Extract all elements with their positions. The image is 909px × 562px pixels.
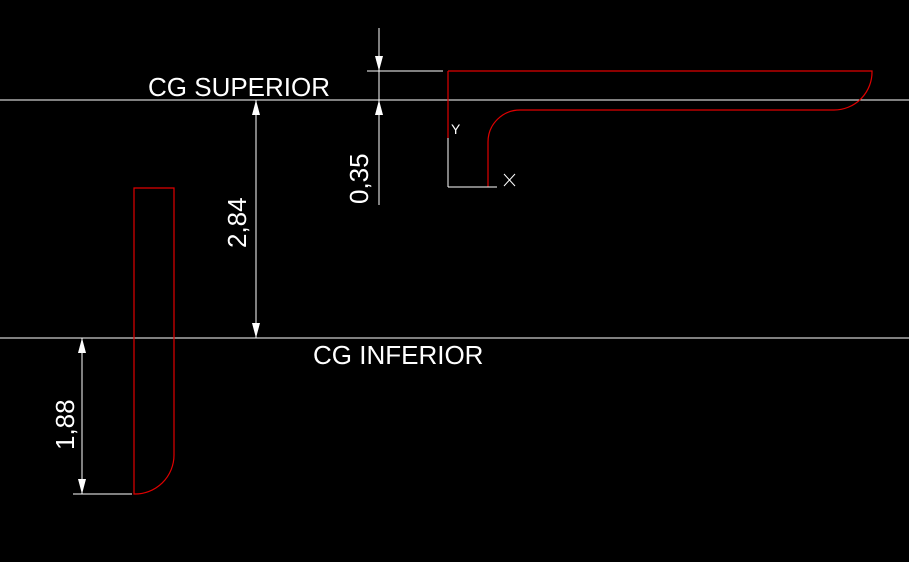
bottom-profile-shape[interactable]	[133, 187, 175, 495]
ucs-y-label: Y	[451, 121, 461, 137]
dimension-arrow-icon	[78, 479, 86, 494]
dimension-arrow-icon	[375, 100, 383, 115]
top-profile-shape[interactable]	[448, 70, 873, 187]
dimension-between-cg-text: 2,84	[222, 197, 252, 248]
ucs-x-label	[503, 173, 516, 187]
cg-superior-label: CG SUPERIOR	[148, 72, 330, 102]
dimension-arrow-icon	[252, 100, 260, 115]
dimension-between-cg[interactable]	[252, 100, 260, 338]
dimension-arrow-icon	[375, 56, 383, 71]
cg-inferior-label: CG INFERIOR	[313, 340, 483, 370]
dimension-top-offset-text: 0,35	[344, 153, 374, 204]
dimension-arrow-icon	[252, 323, 260, 338]
dimension-arrow-icon	[78, 338, 86, 353]
dimension-bottom-offset[interactable]	[73, 338, 132, 495]
dimension-top-offset[interactable]	[367, 28, 443, 205]
dimension-bottom-offset-text: 1,88	[50, 399, 80, 450]
